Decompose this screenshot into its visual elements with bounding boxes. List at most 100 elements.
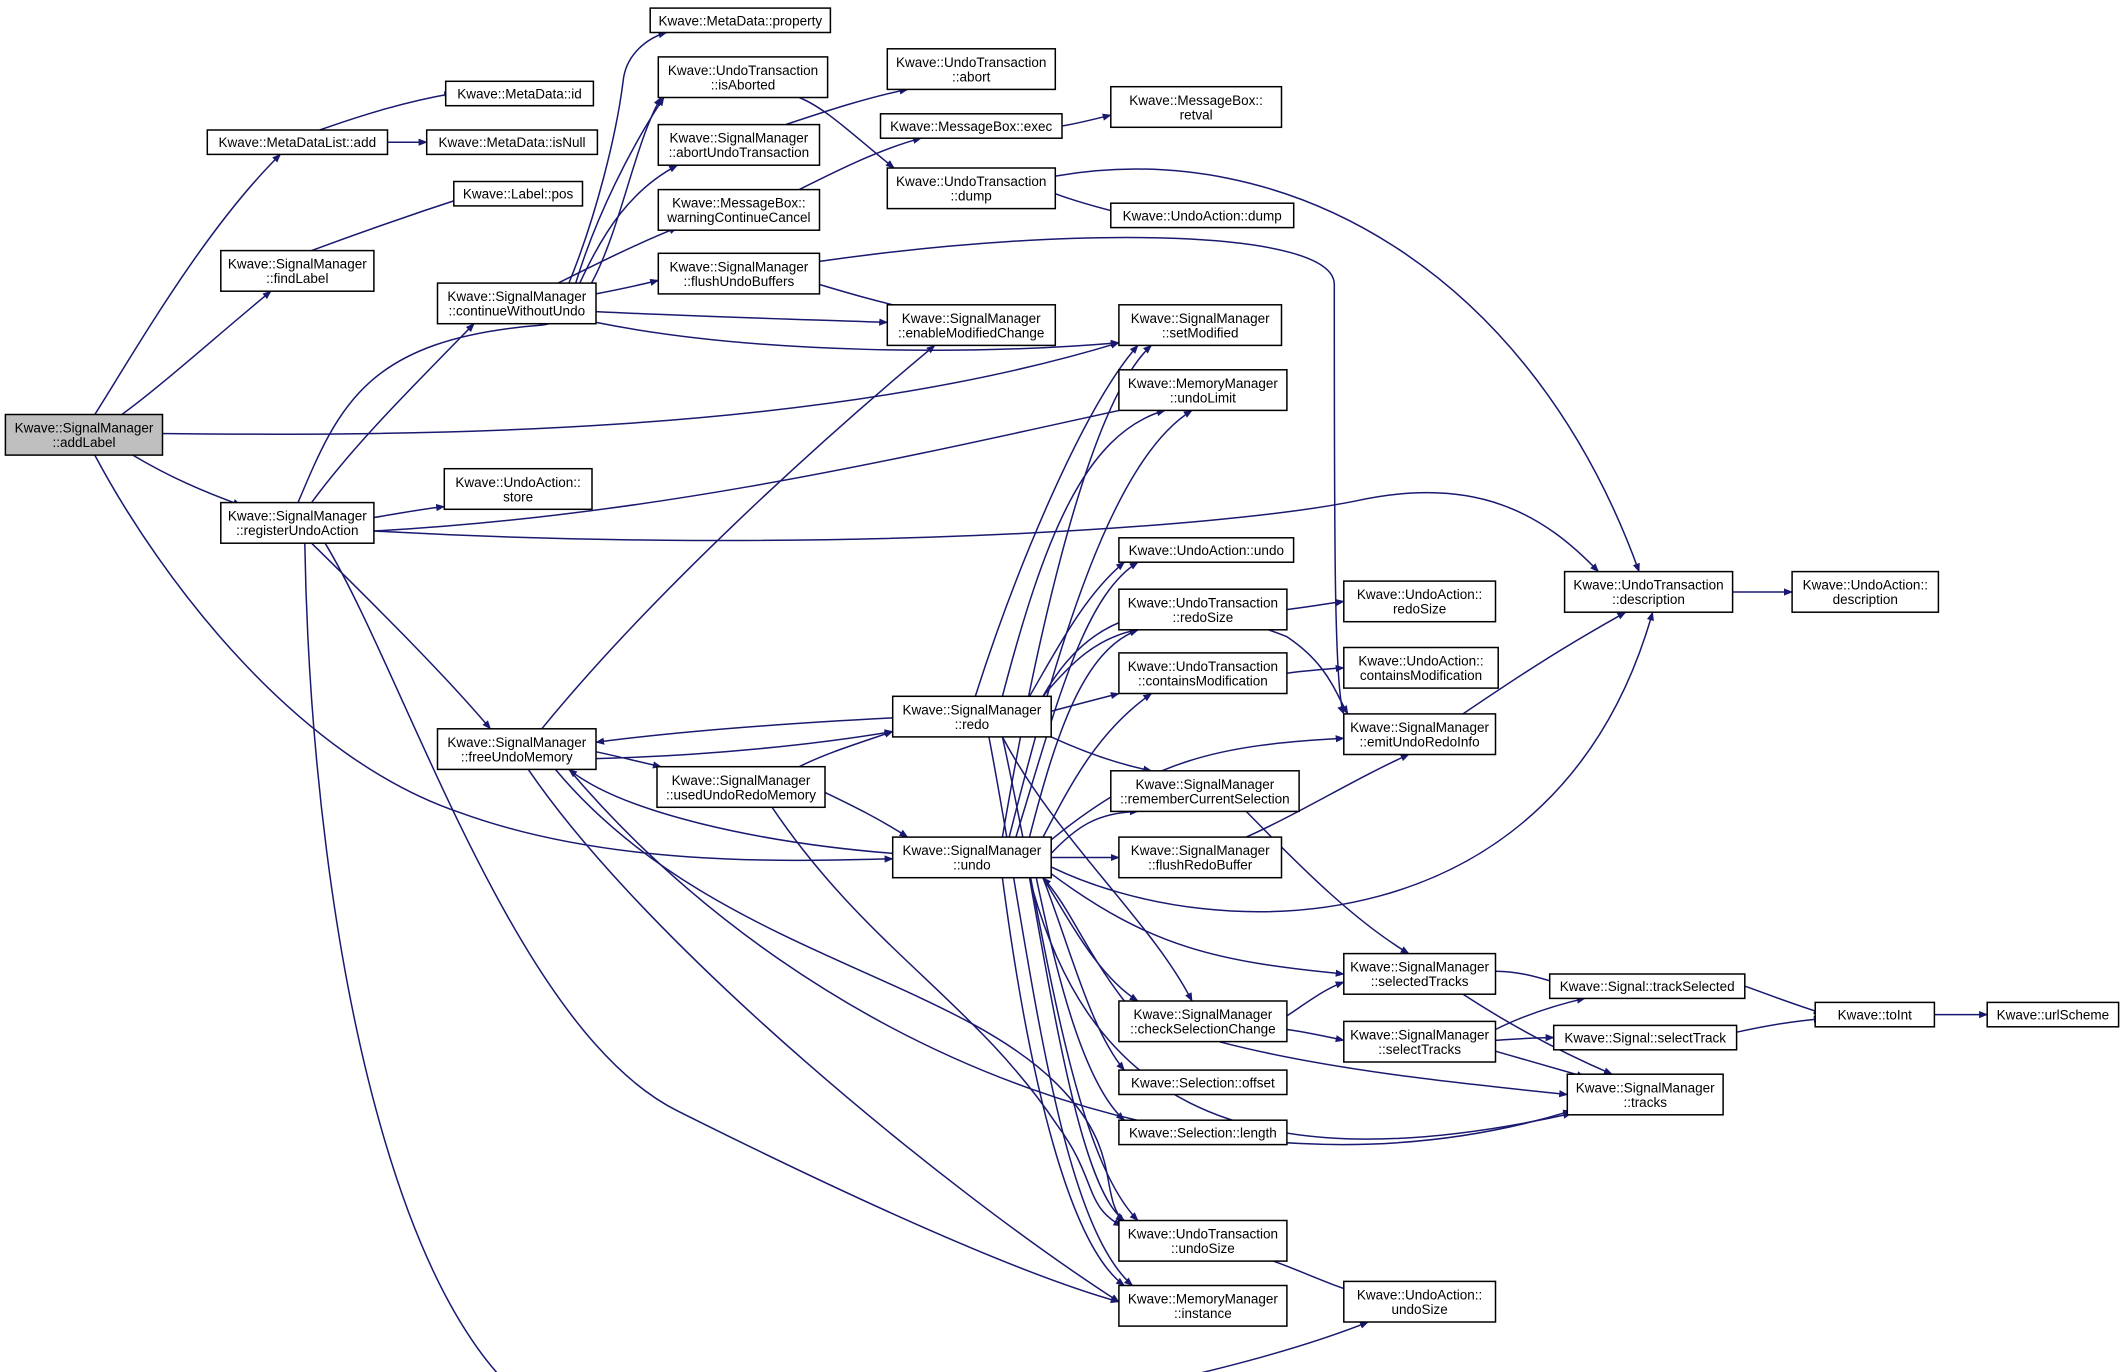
node-box [220,501,375,544]
node-mm_instance[interactable]: Kwave::MemoryManager::instance [1118,1284,1288,1327]
node-ut_description[interactable]: Kwave::UndoTransaction::description [1563,570,1734,613]
edge-emitUndoRedoInfo-to-ut_description [1462,611,1627,715]
edge-continueWithoutUndo-to-mb_warning [557,226,679,284]
node-rememberCurrentSelection[interactable]: Kwave::SignalManager::rememberCurrentSel… [1110,770,1300,813]
node-box [656,765,826,809]
node-sel_length[interactable]: Kwave::Selection::length [1118,1119,1288,1146]
edge-line [373,395,1183,532]
node-ut_isAborted[interactable]: Kwave::UndoTransaction::isAborted [657,56,829,99]
edge-line [541,344,936,730]
node-label: ::instance [1174,1306,1232,1321]
node-ua_undoSize[interactable]: Kwave::UndoAction::undoSize [1343,1280,1497,1323]
node-ua_redoSize[interactable]: Kwave::UndoAction::redoSize [1343,580,1497,623]
node-flushRedoBuffer[interactable]: Kwave::SignalManager::flushRedoBuffer [1118,836,1283,879]
edge-redo-to-ut_containsModification [1051,692,1120,712]
node-label: Kwave::Signal::trackSelected [1560,979,1735,994]
node-abortUndoTransaction[interactable]: Kwave::SignalManager::abortUndoTransacti… [657,123,821,166]
node-sig_trackSelected[interactable]: Kwave::Signal::trackSelected [1548,973,1746,1000]
node-label: Kwave::SignalManager [447,735,586,750]
edge-addLabel-to-mdl_add [94,153,282,415]
node-ut_undoSize[interactable]: Kwave::UndoTransaction::undoSize [1118,1219,1288,1262]
node-ua_containsModification[interactable]: Kwave::UndoAction::containsModification [1343,646,1499,689]
node-mdl_add[interactable]: Kwave::MetaDataList::add [206,129,389,156]
node-md_id[interactable]: Kwave::MetaData::id [444,80,595,107]
node-ua_description[interactable]: Kwave::UndoAction::description [1791,570,1940,613]
node-mb_retval[interactable]: Kwave::MessageBox::retval [1110,85,1283,129]
node-addLabel[interactable]: Kwave::SignalManager::addLabel [4,413,164,456]
node-mm_undoLimit[interactable]: Kwave::MemoryManager::undoLimit [1118,369,1288,412]
node-box [1118,537,1295,563]
edge-addLabel-to-setModified [157,341,1120,435]
node-ua_dump[interactable]: Kwave::UndoAction::dump [1110,202,1295,229]
edge-line [595,717,893,745]
node-label: ::description [1612,592,1685,607]
node-enableModifiedChange[interactable]: Kwave::SignalManager::enableModifiedChan… [886,304,1057,347]
node-setModified[interactable]: Kwave::SignalManager::setModified [1118,304,1283,347]
node-label: ::enableModifiedChange [898,325,1044,340]
node-box [206,129,389,156]
edge-line [824,791,909,838]
edge-line [311,195,469,252]
edge-line [568,31,668,284]
node-ut_containsModification[interactable]: Kwave::UndoTransaction::containsModifica… [1118,652,1288,695]
node-md_property[interactable]: Kwave::MetaData::property [649,7,832,34]
edge-ut_containsModification-to-ua_containsModification [1286,664,1345,674]
node-ut_abort[interactable]: Kwave::UndoTransaction::abort [886,48,1057,91]
edge-continueWithoutUndo-to-flushUndoBuffers [595,278,660,295]
node-continueWithoutUndo[interactable]: Kwave::SignalManager::continueWithoutUnd… [436,282,597,325]
node-checkSelectionChange[interactable]: Kwave::SignalManager::checkSelectionChan… [1118,1000,1288,1043]
node-label: ::continueWithoutUndo [449,304,586,319]
edge-line [595,278,660,295]
node-ut_dump[interactable]: Kwave::UndoTransaction::dump [886,167,1057,210]
node-tracks[interactable]: Kwave::SignalManager::tracks [1566,1073,1724,1116]
edge-registerUndoAction-to-ua_undoSize [304,543,1369,1372]
node-box [891,836,1052,879]
node-redo[interactable]: Kwave::SignalManager::redo [891,695,1052,738]
node-mb_warning[interactable]: Kwave::MessageBox::warningContinueCancel [657,188,821,231]
node-box [1343,646,1499,689]
node-box [657,56,829,99]
node-md_isNull[interactable]: Kwave::MetaData::isNull [425,129,599,156]
node-usedUndoRedoMemory[interactable]: Kwave::SignalManager::usedUndoRedoMemory [656,765,826,809]
node-box [436,282,597,325]
edge-line [319,91,454,131]
node-label: Kwave::UndoTransaction [1573,578,1723,593]
node-label: ::abortUndoTransaction [669,145,810,160]
node-box [1118,1119,1288,1146]
node-freeUndoMemory[interactable]: Kwave::SignalManager::freeUndoMemory [436,728,597,771]
node-ut_redoSize[interactable]: Kwave::UndoTransaction::redoSize [1118,588,1288,631]
node-label: Kwave::SignalManager [1133,1007,1272,1022]
edge-line [1286,598,1345,611]
node-sig_selectTrack[interactable]: Kwave::Signal::selectTrack [1552,1024,1738,1051]
node-urlScheme[interactable]: Kwave::urlScheme [1986,1001,2120,1028]
node-label_pos[interactable]: Kwave::Label::pos [453,180,584,207]
node-ua_undo[interactable]: Kwave::UndoAction::undo [1118,537,1295,563]
node-label: Kwave::UndoAction:: [1357,587,1482,602]
node-selectedTracks[interactable]: Kwave::SignalManager::selectedTracks [1343,952,1497,995]
edge-line [1028,561,1125,697]
node-emitUndoRedoInfo[interactable]: Kwave::SignalManager::emitUndoRedoInfo [1343,713,1497,756]
edge-undo-to-tracks [1028,877,1573,1140]
node-label: Kwave::urlScheme [1997,1008,2110,1023]
node-mb_exec[interactable]: Kwave::MessageBox::exec [879,113,1063,139]
node-sel_offset[interactable]: Kwave::Selection::offset [1118,1069,1288,1096]
edge-sig_trackSelected-to-toInt [1744,985,1823,1015]
node-box [1118,1000,1288,1043]
edge-line [157,341,1120,435]
node-flushUndoBuffers[interactable]: Kwave::SignalManager::flushUndoBuffers [657,252,821,295]
node-selectTracks[interactable]: Kwave::SignalManager::selectTracks [1343,1020,1497,1063]
edge-undo-to-ut_description [1050,611,1654,913]
node-registerUndoAction[interactable]: Kwave::SignalManager::registerUndoAction [220,501,375,544]
edge-line [595,729,894,760]
edge-freeUndoMemory-to-usedUndoRedoMemory [595,751,662,769]
node-label: Kwave::SignalManager [669,131,808,146]
node-label: Kwave::MemoryManager [1128,376,1279,391]
node-ua_store[interactable]: Kwave::UndoAction::store [443,467,593,511]
edge-line [1042,877,1125,1002]
node-label: Kwave::SignalManager [902,702,1041,717]
node-label: Kwave::SignalManager [228,257,367,272]
node-undo[interactable]: Kwave::SignalManager::undo [891,836,1052,879]
node-toInt[interactable]: Kwave::toInt [1814,1001,1936,1028]
edge-line [1050,736,1153,773]
node-findLabel[interactable]: Kwave::SignalManager::findLabel [220,249,375,292]
